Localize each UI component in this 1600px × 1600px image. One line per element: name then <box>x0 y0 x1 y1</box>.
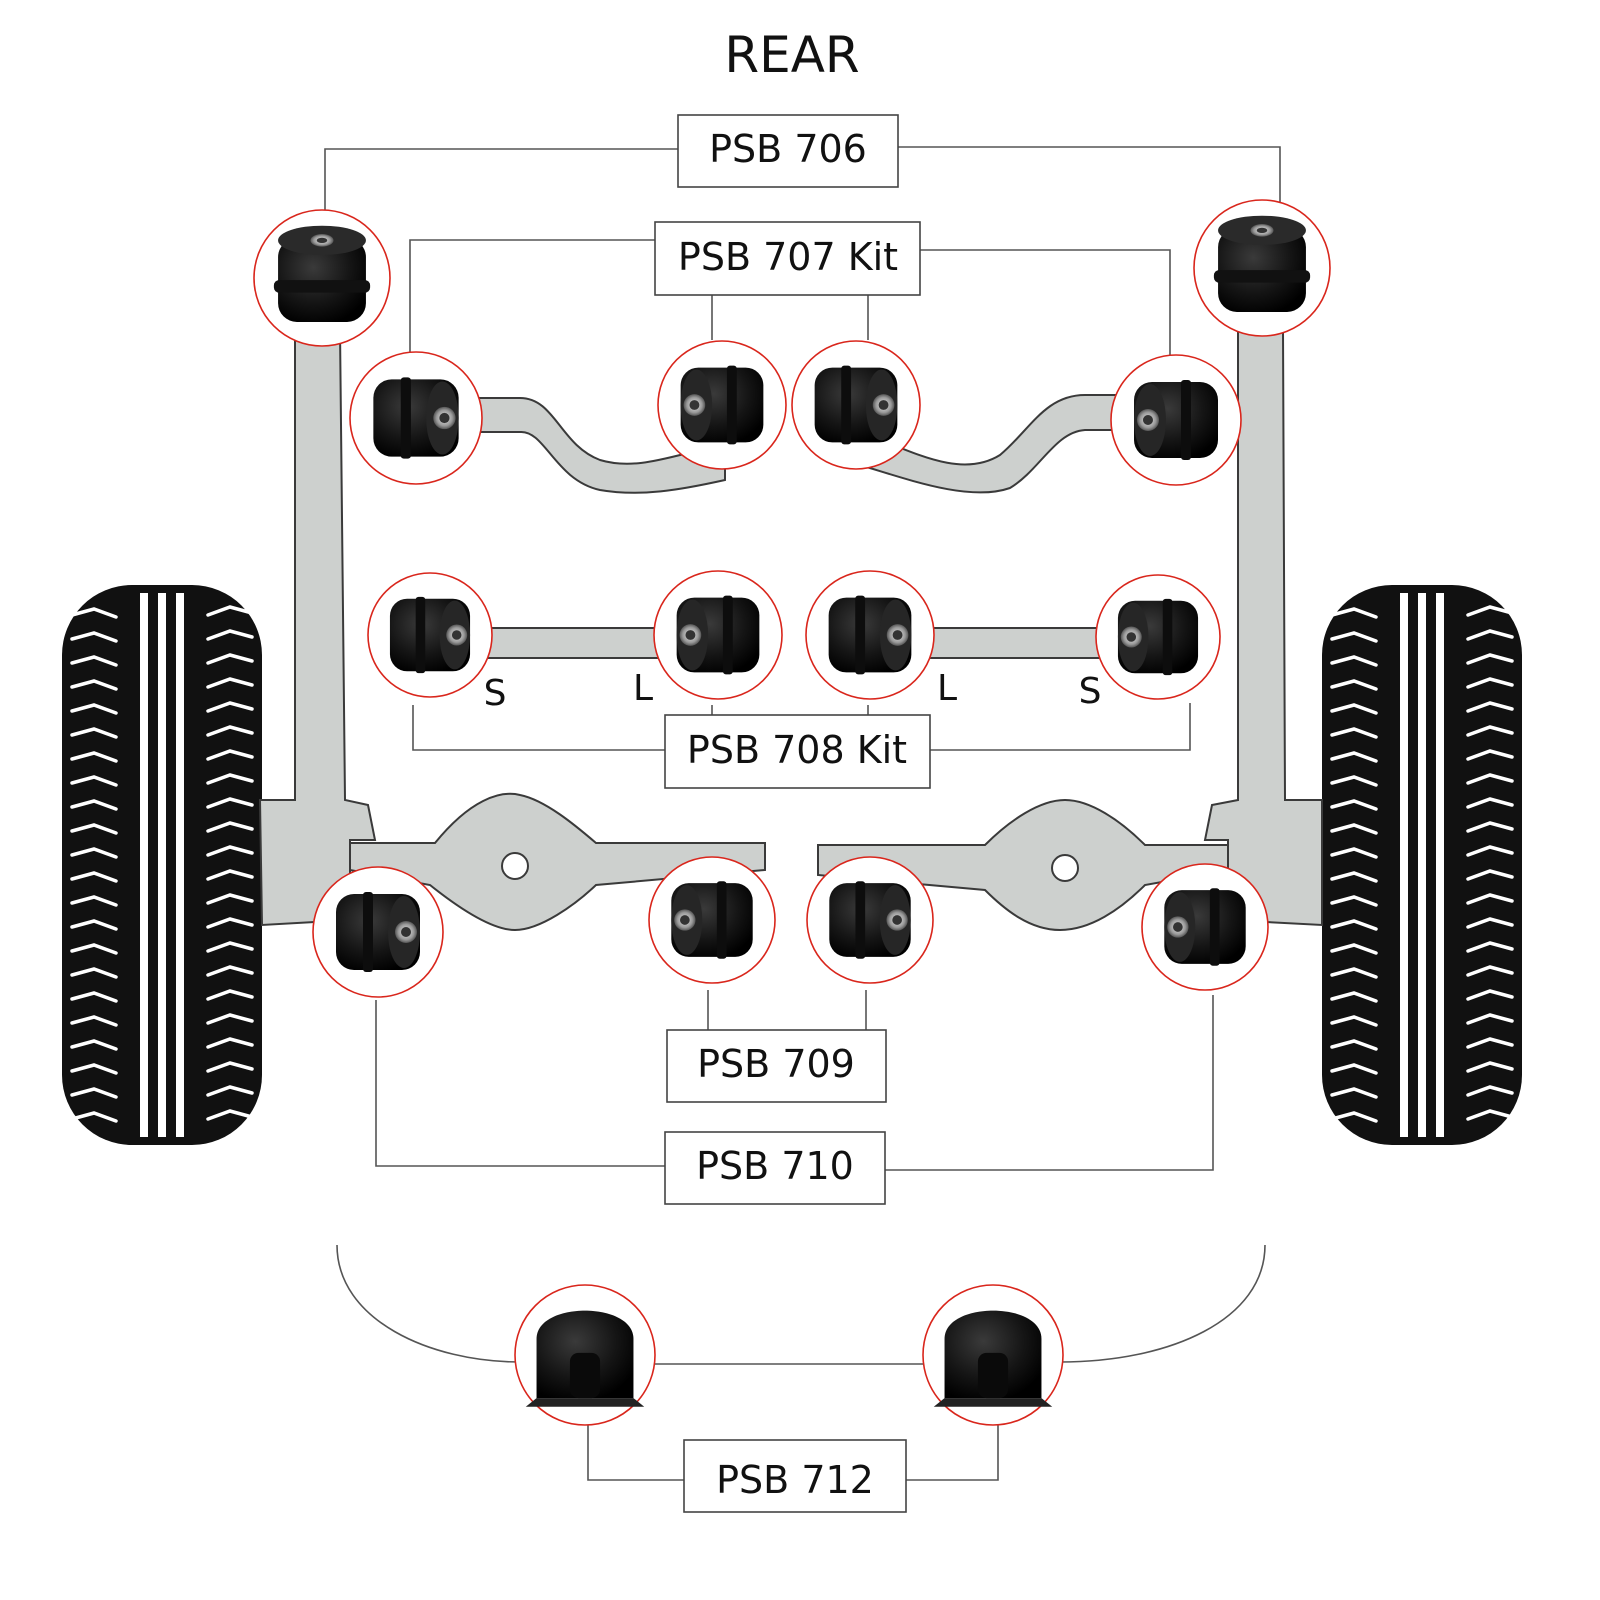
leader-lines <box>324 146 1281 1481</box>
bushing-712-left-clamp-bushing-icon <box>514 1284 656 1426</box>
bushing-707-2-icon <box>657 340 787 470</box>
label-psb706: PSB 706 <box>709 127 867 171</box>
bushing-706-right-icon <box>1193 199 1331 337</box>
label-box-psb707 <box>654 221 921 296</box>
diagram-title: REAR <box>724 26 859 84</box>
marker-l-left: L <box>633 668 653 709</box>
tyre-right-icon <box>1322 585 1522 1145</box>
bushing-710-left-icon <box>312 866 444 998</box>
bushing-710-right-icon <box>1141 863 1269 991</box>
bushing-708-l-left-icon <box>653 570 783 700</box>
bushing-708-s-right-icon <box>1095 574 1221 700</box>
marker-s-left: S <box>484 673 507 714</box>
label-box-psb706 <box>677 114 899 188</box>
label-psb712: PSB 712 <box>716 1458 874 1502</box>
label-psb710: PSB 710 <box>696 1144 854 1188</box>
part-labels: PSB 706 PSB 707 Kit PSB 708 Kit PSB 709 … <box>654 114 931 1513</box>
bushing-712-right-clamp-bushing-icon <box>922 1284 1064 1426</box>
bushing-707-3-icon <box>791 340 921 470</box>
bushing-709-right-icon <box>806 856 934 984</box>
bushing-708-s-left-icon <box>367 572 493 698</box>
label-psb707: PSB 707 Kit <box>678 235 898 279</box>
subframe <box>258 329 1323 932</box>
tyre-left-icon <box>62 585 262 1145</box>
bushing-706-left-icon <box>253 209 391 347</box>
marker-l-right: L <box>937 668 957 709</box>
bushing-707-1-icon <box>349 351 483 485</box>
bushing-707-4-icon <box>1110 354 1242 486</box>
label-psb708: PSB 708 Kit <box>687 728 907 772</box>
marker-s-right: S <box>1079 671 1102 712</box>
bushing-709-left-icon <box>648 856 776 984</box>
label-psb709: PSB 709 <box>697 1042 855 1086</box>
bushing-708-l-right-icon <box>805 570 935 700</box>
label-box-psb709 <box>666 1029 887 1103</box>
position-markers: S L L S <box>484 668 1102 714</box>
label-box-psb712 <box>683 1439 907 1513</box>
label-box-psb708 <box>664 714 931 789</box>
bushings <box>253 199 1331 1426</box>
label-box-psb710 <box>664 1131 886 1205</box>
